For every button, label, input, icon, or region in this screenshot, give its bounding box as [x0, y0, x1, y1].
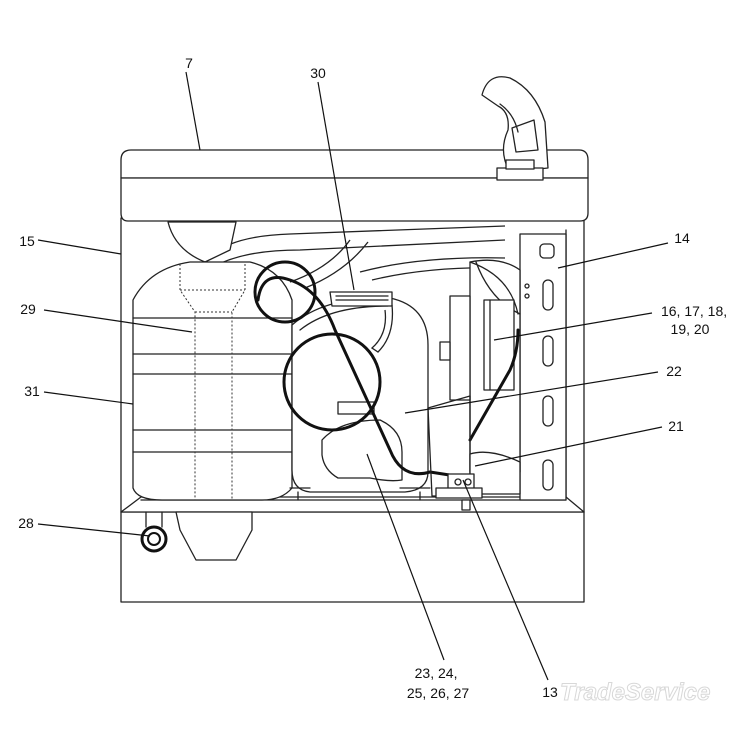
top-basin	[120, 149, 589, 179]
callout-16-20: 16, 17, 18, 19, 20	[661, 303, 731, 337]
callout-15: 15	[19, 233, 35, 249]
drain-funnel	[175, 511, 253, 561]
rivet-2	[524, 293, 530, 299]
leader-22	[404, 371, 659, 414]
caster-mount	[145, 511, 163, 528]
capillary-tube	[256, 276, 458, 478]
leader-29	[43, 309, 193, 333]
leader-14	[557, 242, 669, 269]
callout-29: 29	[20, 301, 36, 317]
leader-15	[37, 239, 122, 255]
supply-tube-2	[304, 241, 369, 289]
callout-23-27: 23, 24, 25, 26, 27	[407, 665, 469, 701]
callout-30: 30	[310, 65, 326, 81]
discharge-tube	[370, 304, 394, 353]
fan-hub	[439, 341, 451, 361]
leader-31	[43, 391, 134, 405]
slot-4	[542, 459, 554, 491]
rivet-1	[524, 283, 530, 289]
capillary-coil-1	[282, 332, 382, 432]
callout-7: 7	[185, 55, 193, 71]
bubbler-face	[511, 119, 539, 153]
compressor-feet	[289, 487, 431, 501]
condenser-bracket	[519, 233, 567, 501]
callout-22: 22	[666, 363, 682, 379]
bubbler-contour	[499, 103, 519, 133]
watermark: TradeService	[560, 679, 710, 706]
leader-13	[462, 479, 549, 681]
valve-body	[435, 487, 483, 499]
valve-outlet	[461, 499, 471, 511]
leader-28	[37, 523, 151, 537]
motor-wire	[468, 328, 520, 442]
valve-screw-2	[464, 478, 472, 486]
callout-31: 31	[24, 383, 40, 399]
leader-7	[185, 71, 201, 151]
leader-30	[317, 81, 355, 291]
valve-screw-1	[454, 478, 462, 486]
bubbler-nut	[505, 159, 535, 170]
drain-neck	[167, 221, 237, 263]
leader-16	[493, 312, 653, 341]
supply-tube-3	[359, 257, 506, 273]
capillary-coil-2	[253, 260, 317, 324]
fan-blade-guard	[449, 295, 471, 401]
slot-2	[542, 335, 554, 367]
compressor-top-tube	[329, 291, 393, 307]
callout-14: 14	[674, 230, 690, 246]
callout-21: 21	[668, 418, 684, 434]
bubbler-base	[496, 167, 544, 181]
callout-28: 28	[18, 515, 34, 531]
leader-23	[366, 453, 445, 661]
slot-1	[542, 279, 554, 311]
callout-13: 13	[542, 684, 558, 700]
filter-drier	[469, 451, 521, 495]
slot-3	[542, 395, 554, 427]
tube-detail	[335, 295, 389, 301]
caster-hub	[147, 532, 161, 546]
fan-motor	[483, 299, 515, 391]
leader-21	[474, 426, 663, 467]
basin-front	[120, 177, 589, 222]
bracket-hole	[539, 243, 555, 259]
storage-tank	[132, 261, 293, 501]
